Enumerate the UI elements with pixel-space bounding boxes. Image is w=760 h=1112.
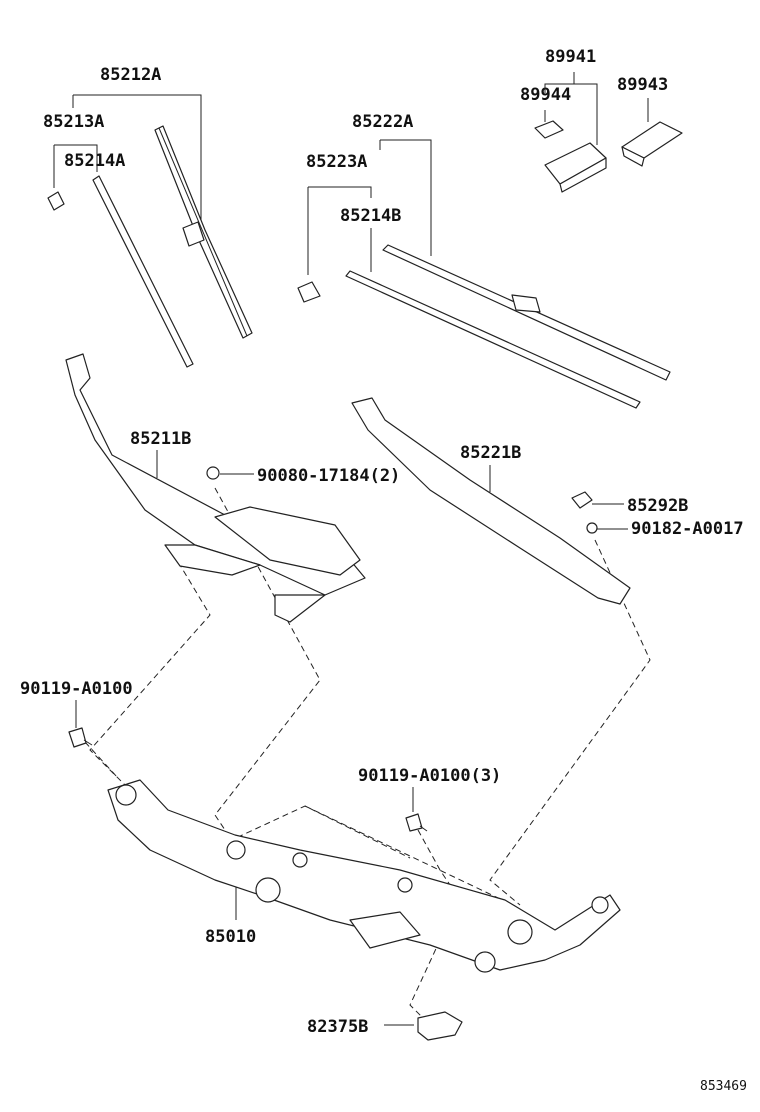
rain-sensor-89941[interactable] (544, 142, 607, 193)
label-89941[interactable]: 89941 (545, 47, 596, 67)
label-89943[interactable]: 89943 (617, 75, 668, 95)
leader-lines (53, 72, 649, 1026)
wiper-rubber-85214B[interactable] (345, 270, 641, 409)
label-85221B[interactable]: 85221B (460, 443, 521, 463)
bolt-90119-A0100-3[interactable] (405, 813, 428, 832)
sensor-pad-89944[interactable] (534, 120, 564, 139)
clip-85223A[interactable] (297, 281, 321, 303)
label-85214A[interactable]: 85214A (64, 151, 125, 171)
label-85211B[interactable]: 85211B (130, 429, 191, 449)
connector-82375B[interactable] (417, 1011, 463, 1041)
label-85212A[interactable]: 85212A (100, 65, 161, 85)
nut-90182-A0017[interactable] (586, 522, 598, 534)
label-90119-A0100-3[interactable]: 90119-A0100(3) (358, 766, 501, 786)
label-89944[interactable]: 89944 (520, 85, 571, 105)
label-85222A[interactable]: 85222A (352, 112, 413, 132)
wiper-rubber-85214A[interactable] (92, 175, 194, 368)
wiper-blade-85222A[interactable] (382, 244, 671, 381)
label-85223A[interactable]: 85223A (306, 152, 367, 172)
wiper-arm-85221B[interactable] (351, 397, 631, 605)
wiper-arm-85211B[interactable] (65, 353, 366, 623)
sensor-cover-89943[interactable] (621, 121, 683, 167)
cap-85292B[interactable] (571, 491, 593, 509)
label-85010[interactable]: 85010 (205, 927, 256, 947)
label-82375B[interactable]: 82375B (307, 1017, 368, 1037)
label-90119-A0100[interactable]: 90119-A0100 (20, 679, 133, 699)
wiper-blade-85212A[interactable] (154, 125, 253, 339)
nut-90080-17184[interactable] (206, 466, 220, 480)
label-90080-17184[interactable]: 90080-17184(2) (257, 466, 400, 486)
bolt-90119-A0100[interactable] (68, 727, 93, 748)
clip-85213A[interactable] (47, 191, 65, 211)
label-85214B[interactable]: 85214B (340, 206, 401, 226)
label-85292B[interactable]: 85292B (627, 496, 688, 516)
label-90182-A0017[interactable]: 90182-A0017 (631, 519, 744, 539)
diagram-code: 853469 (700, 1079, 747, 1094)
label-85213A[interactable]: 85213A (43, 112, 104, 132)
wiper-linkage-85010[interactable] (107, 779, 621, 973)
